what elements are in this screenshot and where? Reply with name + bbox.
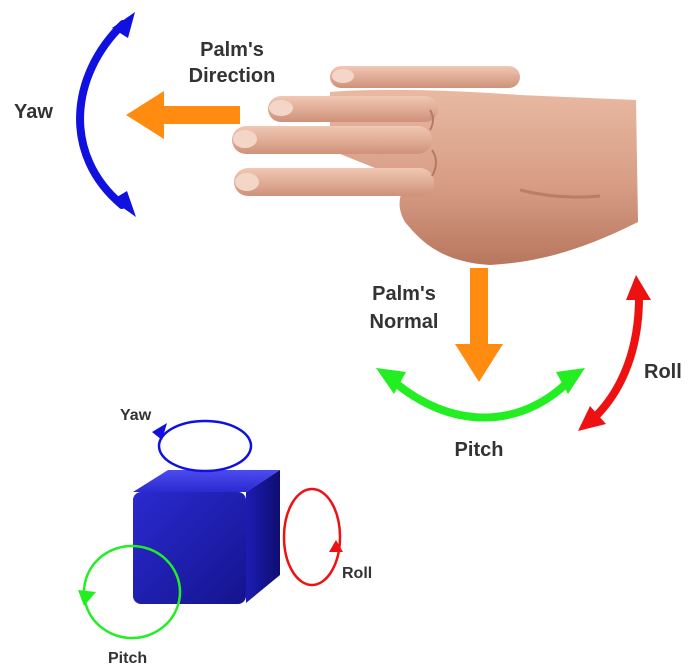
cube-yaw-label: Yaw	[120, 407, 152, 424]
cube-yaw-arrow	[152, 421, 251, 471]
hand-image	[232, 66, 638, 265]
cube-roll-label: Roll	[342, 565, 372, 582]
palm-direction-arrow	[126, 91, 240, 139]
cube-pitch-label: Pitch	[108, 650, 147, 667]
normal-label-line2: Normal	[370, 311, 439, 333]
direction-label-line2: Direction	[189, 65, 276, 87]
direction-label-line1: Palm's	[200, 39, 264, 61]
cube	[133, 470, 280, 604]
hand-roll-arrow	[578, 275, 651, 431]
hand-yaw-label: Yaw	[14, 101, 53, 123]
normal-label-line1: Palm's	[372, 283, 436, 305]
hand-roll-label: Roll	[644, 361, 682, 383]
hand-pitch-label: Pitch	[455, 439, 504, 461]
cube-roll-arrow	[284, 489, 343, 585]
palm-normal-arrow	[455, 268, 503, 382]
